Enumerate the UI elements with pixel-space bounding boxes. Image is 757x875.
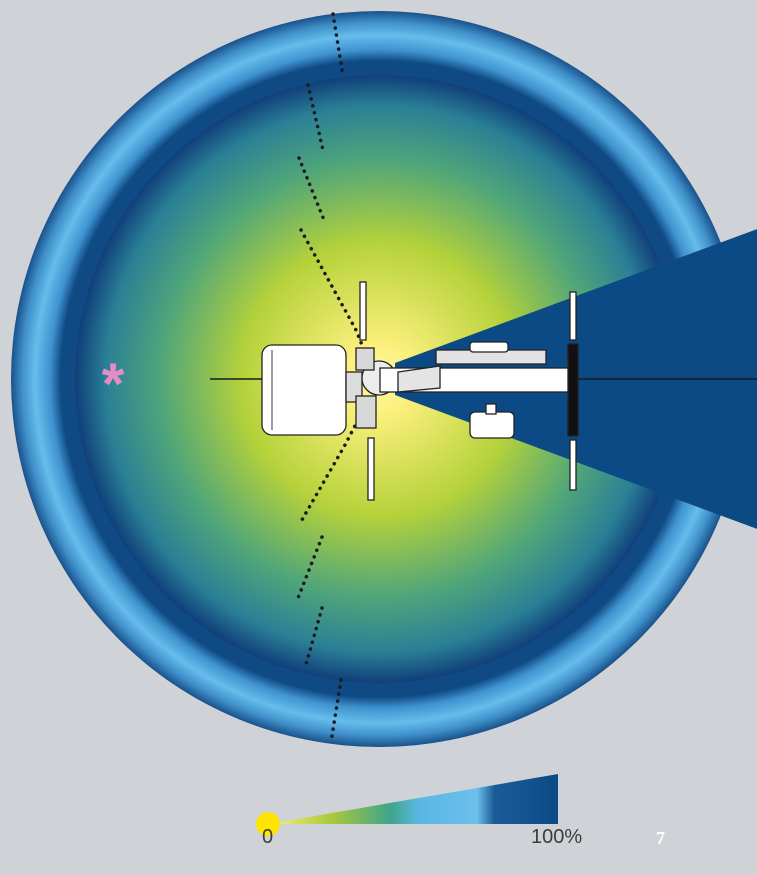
scale-max-label: 100% (531, 826, 583, 848)
scale-min-label: 0 (262, 826, 274, 848)
scale-wedge (268, 774, 558, 824)
scale-start-dot (256, 812, 280, 836)
tractor-top-view (261, 281, 579, 501)
page-number: 7 (656, 828, 665, 848)
scale-legend (256, 774, 558, 836)
marker-asterisk: * (102, 352, 125, 417)
